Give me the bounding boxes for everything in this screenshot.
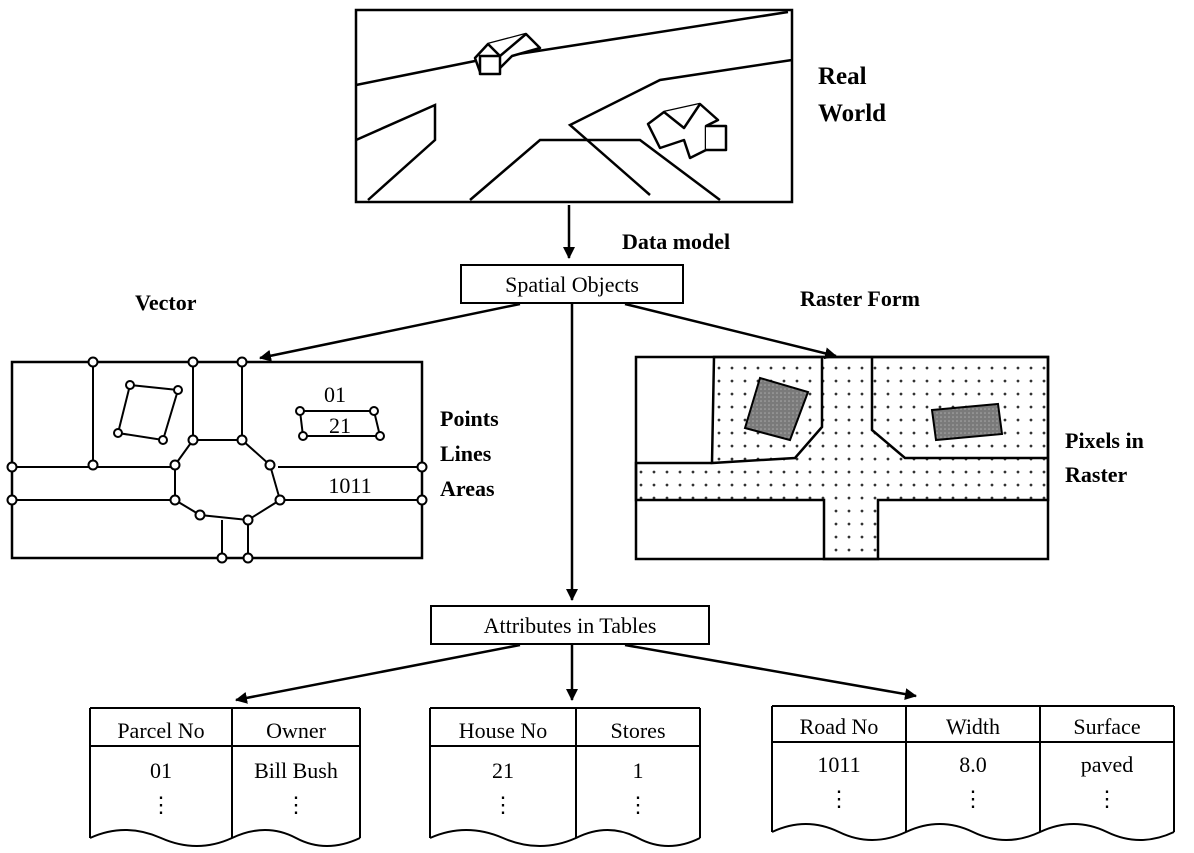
svg-text:⋮: ⋮: [962, 786, 984, 811]
table-header: Surface: [1073, 714, 1140, 739]
raster-dotted-pixels: [634, 355, 1050, 561]
table-header: Width: [946, 714, 1000, 739]
table-header: Road No: [800, 714, 879, 739]
table-cell: Bill Bush: [254, 758, 338, 783]
raster-title: Raster Form: [800, 286, 920, 311]
svg-text:⋮: ⋮: [150, 792, 172, 817]
house-table: House No Stores 21 1 ⋮ ⋮: [429, 707, 701, 847]
arrow-to-vector: [259, 302, 521, 362]
svg-text:⋮: ⋮: [1096, 786, 1118, 811]
table-cell: 1: [633, 758, 644, 783]
house-number-label: 21: [329, 413, 351, 438]
real-world-frame: [354, 8, 794, 204]
vector-legend-points: Points: [440, 406, 499, 431]
table-cell: 1011: [817, 752, 860, 777]
road-number-label: 1011: [328, 473, 371, 498]
vector-frame: [10, 360, 424, 560]
attributes-box: [430, 605, 710, 645]
spatial-objects-box: [460, 264, 684, 304]
table-header: Stores: [611, 718, 666, 743]
house-icon: [646, 102, 728, 160]
vector-nodes: [6, 356, 428, 564]
vector-title: Vector: [135, 290, 197, 315]
house-icon: [473, 32, 542, 76]
real-world-label-line2: World: [818, 100, 886, 127]
table-cell: 21: [492, 758, 514, 783]
table-header: Owner: [266, 718, 327, 743]
data-model-label: Data model: [622, 229, 730, 254]
road-edge: [355, 103, 437, 201]
road-table: Road No Width Surface 1011 8.0 paved ⋮ ⋮…: [771, 705, 1175, 841]
arrow-to-parcel-table: [235, 643, 521, 704]
arrow-to-road-table: [624, 643, 917, 701]
table-header: Parcel No: [117, 718, 204, 743]
vector-line: [92, 362, 249, 558]
table-cell: 8.0: [959, 752, 987, 777]
svg-text:⋮: ⋮: [285, 792, 307, 817]
vector-area: [174, 439, 282, 522]
table-cell: paved: [1081, 752, 1134, 777]
raster-legend-line2: Raster: [1065, 462, 1128, 487]
table-header: House No: [459, 718, 548, 743]
svg-text:⋮: ⋮: [828, 786, 850, 811]
attributes-label: Attributes in Tables: [484, 613, 657, 638]
table-cell: 01: [150, 758, 172, 783]
real-world-label-line1: Real: [818, 63, 867, 90]
raster-building: [930, 402, 1004, 442]
road-edge: [567, 58, 793, 196]
spatial-objects-label: Spatial Objects: [505, 272, 639, 297]
raster-legend-line1: Pixels in: [1065, 428, 1144, 453]
road-edge: [355, 10, 789, 87]
vector-legend-areas: Areas: [440, 476, 495, 501]
arrow-to-raster: [624, 302, 837, 360]
svg-text:⋮: ⋮: [627, 792, 649, 817]
raster-building: [743, 376, 810, 442]
real-world-panel: [354, 8, 794, 204]
raster-panel: [634, 355, 1050, 561]
vector-area: [116, 383, 180, 442]
svg-text:⋮: ⋮: [492, 792, 514, 817]
road-edge: [469, 138, 721, 201]
vector-legend-lines: Lines: [440, 441, 492, 466]
vector-panel: 01 21 1011: [6, 356, 428, 564]
parcel-number-label: 01: [324, 382, 346, 407]
parcel-table: Parcel No Owner 01 Bill Bush ⋮ ⋮: [89, 707, 361, 847]
